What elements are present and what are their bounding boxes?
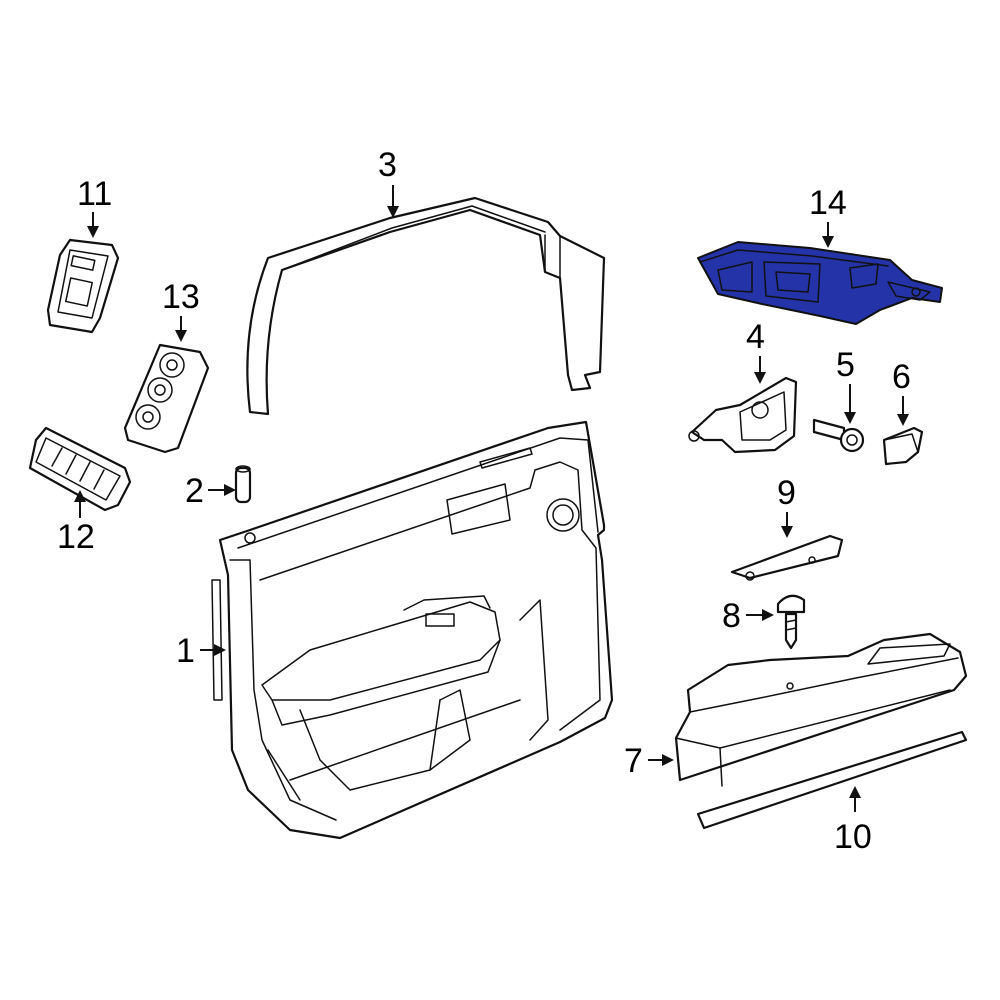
part-1-door-panel[interactable] bbox=[211, 420, 614, 840]
part-9-trim-strip[interactable] bbox=[730, 534, 844, 581]
callout-13: 13 bbox=[162, 278, 200, 342]
part-14-module[interactable] bbox=[697, 241, 943, 325]
callout-6: 6 bbox=[892, 358, 911, 426]
svg-text:12: 12 bbox=[57, 518, 95, 556]
part-7-armrest[interactable] bbox=[674, 632, 968, 787]
callout-4: 4 bbox=[746, 318, 766, 384]
svg-text:9: 9 bbox=[777, 474, 796, 512]
callout-1: 1 bbox=[176, 632, 226, 670]
svg-text:2: 2 bbox=[185, 472, 204, 510]
svg-text:13: 13 bbox=[162, 278, 200, 316]
svg-text:4: 4 bbox=[746, 318, 765, 356]
part-3-weatherstrip[interactable] bbox=[246, 196, 606, 416]
callout-3: 3 bbox=[378, 146, 399, 218]
callout-5: 5 bbox=[836, 346, 856, 424]
svg-text:10: 10 bbox=[834, 818, 872, 856]
part-13-knob-switch[interactable] bbox=[123, 343, 210, 454]
svg-text:8: 8 bbox=[722, 597, 741, 635]
module-body bbox=[697, 241, 943, 325]
part-8-fastener[interactable] bbox=[776, 594, 806, 650]
svg-text:3: 3 bbox=[378, 146, 397, 184]
part-10-strip[interactable] bbox=[696, 730, 968, 830]
svg-text:6: 6 bbox=[892, 358, 911, 396]
part-4-handle-bracket[interactable] bbox=[688, 376, 798, 454]
svg-text:7: 7 bbox=[624, 742, 643, 780]
callout-9: 9 bbox=[777, 474, 796, 538]
part-11-switch[interactable] bbox=[46, 238, 120, 334]
part-2-pin[interactable] bbox=[234, 465, 252, 504]
callout-2: 2 bbox=[185, 472, 236, 510]
part-12-window-switch[interactable] bbox=[28, 426, 132, 512]
part-6-cap[interactable] bbox=[882, 426, 924, 466]
callout-12: 12 bbox=[57, 490, 95, 556]
callout-14: 14 bbox=[809, 184, 847, 248]
callout-7: 7 bbox=[624, 742, 674, 780]
svg-text:5: 5 bbox=[836, 346, 855, 384]
part-5-screw[interactable] bbox=[812, 418, 865, 453]
callout-10: 10 bbox=[834, 786, 872, 856]
callout-11: 11 bbox=[77, 175, 112, 238]
svg-text:11: 11 bbox=[77, 175, 112, 213]
svg-text:1: 1 bbox=[176, 632, 195, 670]
callout-8: 8 bbox=[722, 597, 774, 635]
svg-text:14: 14 bbox=[809, 184, 847, 222]
